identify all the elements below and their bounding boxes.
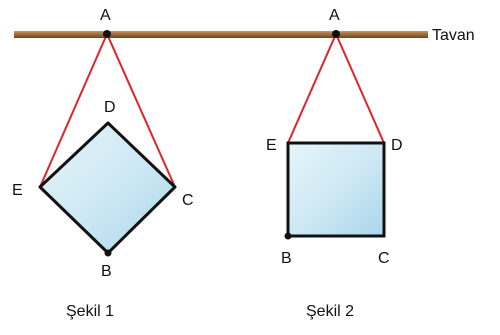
ceiling-bar bbox=[14, 31, 428, 38]
fig2-label-a: A bbox=[329, 7, 340, 24]
fig2-label-d: D bbox=[391, 137, 403, 154]
fig1-string-ae bbox=[39, 33, 108, 188]
fig1-label-c: C bbox=[182, 192, 194, 209]
fig1-caption: Şekil 1 bbox=[66, 303, 114, 320]
figure-1: A D E C B Şekil 1 bbox=[12, 7, 194, 320]
fig2-label-e: E bbox=[266, 137, 277, 154]
fig1-label-a: A bbox=[100, 7, 111, 24]
fig1-point-b bbox=[104, 249, 112, 257]
fig1-string-ac bbox=[106, 33, 176, 188]
fig1-label-b: B bbox=[101, 263, 112, 280]
fig1-point-a bbox=[103, 30, 111, 38]
fig2-square-plate bbox=[286, 141, 386, 238]
fig2-string-ae bbox=[287, 33, 337, 144]
fig2-label-b: B bbox=[281, 250, 292, 267]
fig2-caption: Şekil 2 bbox=[306, 303, 354, 320]
figure-2: A E D B C Şekil 2 bbox=[266, 7, 403, 320]
ceiling-label: Tavan bbox=[432, 27, 475, 44]
fig1-label-e: E bbox=[12, 182, 23, 199]
fig2-label-c: C bbox=[378, 250, 390, 267]
fig1-label-d: D bbox=[104, 99, 116, 116]
fig2-point-a bbox=[332, 30, 340, 38]
fig2-point-b bbox=[284, 232, 292, 240]
fig2-string-ad bbox=[335, 33, 385, 144]
